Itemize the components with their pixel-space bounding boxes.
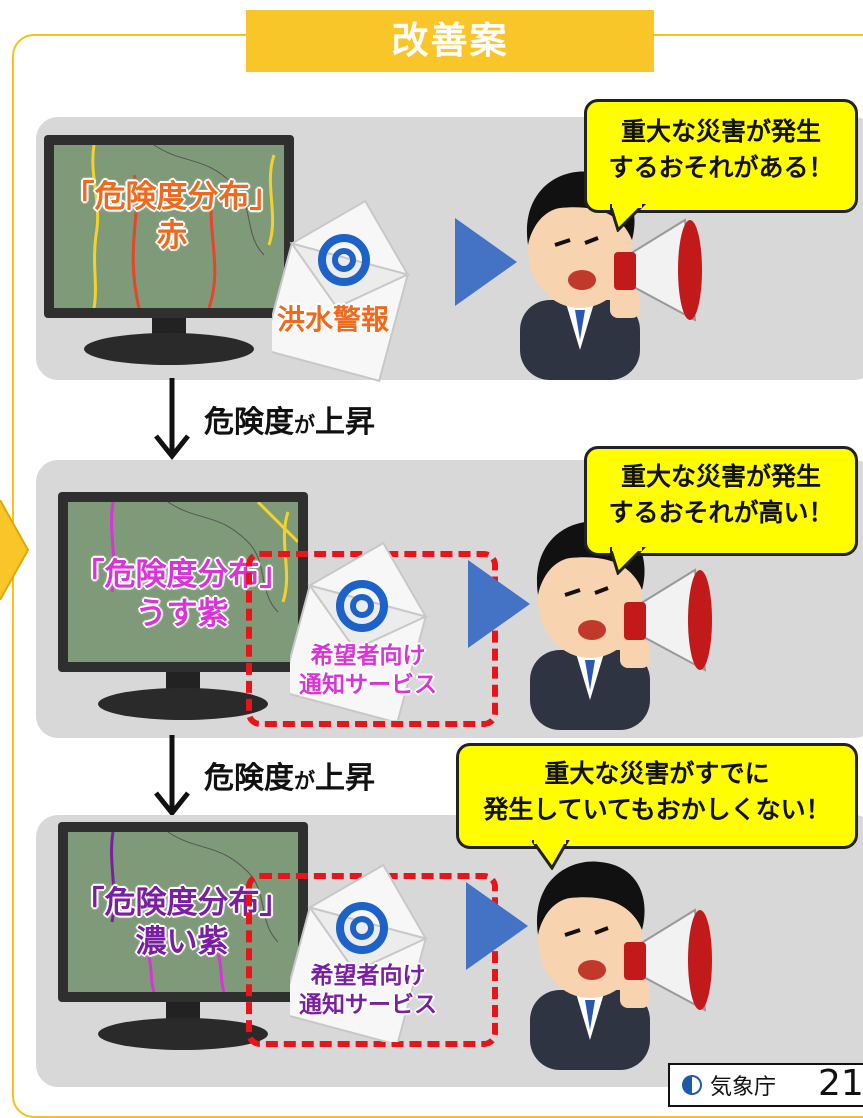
page-title: 改善案: [246, 10, 654, 72]
envelope-label-line: 希望者向け: [310, 963, 426, 989]
arrow-right-icon-2: [468, 560, 530, 648]
email-icon-2: [290, 541, 429, 720]
bubble-tail-2: [610, 547, 647, 575]
transition-word: 上昇: [315, 761, 375, 796]
transition-word: 上昇: [315, 405, 375, 440]
envelope-label-line: 通知サービス: [299, 671, 437, 698]
envelope-label-2: 希望者向け 通知サービス: [268, 642, 468, 700]
monitor-1: [44, 135, 294, 365]
megaphone-person-3: [530, 861, 712, 1070]
bubble-line: 重大な災害が発生: [620, 462, 821, 491]
side-chevron-icon: [0, 500, 30, 600]
map-label-title: 「危険度分布」: [63, 179, 281, 215]
arrow-right-icon-1: [455, 218, 517, 306]
risk-map-1: [91, 145, 276, 308]
envelope-label-line: 希望者向け: [310, 643, 426, 669]
bubble-line: 重大な災害がすでに: [544, 759, 770, 788]
bubble-line: するおそれがある！: [608, 153, 834, 183]
map-label-title: 「危険度分布」: [73, 885, 291, 921]
envelope-label-line: 通知サービス: [299, 991, 437, 1018]
email-icon-3: [290, 863, 429, 1042]
bubble-line: 重大な災害が発生: [620, 117, 821, 146]
speech-bubble-2: 重大な災害が発生 するおそれが高い！: [584, 446, 858, 556]
agency-name: 気象庁: [710, 1075, 777, 1100]
monitor-2: [58, 492, 308, 722]
transition-particle: が: [294, 413, 315, 437]
map-label-color: 濃い紫: [135, 923, 229, 960]
map-label-3: 「危険度分布」 濃い紫: [62, 884, 302, 962]
risk-map-3: [110, 832, 279, 992]
down-arrow-icon-2: [154, 735, 190, 817]
down-arrow-icon-1: [154, 378, 190, 460]
agency-logo-icon: [682, 1075, 702, 1095]
bubble-line: するおそれが高い！: [608, 498, 834, 528]
transition-word: 危険度: [204, 761, 294, 796]
transition-particle: が: [294, 769, 315, 793]
envelope-label-1: 洪水警報: [276, 303, 389, 336]
bubble-tail-1: [610, 204, 647, 232]
speech-bubble-3: 重大な災害がすでに 発生していてもおかしくない！: [456, 743, 858, 849]
page-number: 21: [818, 1063, 863, 1104]
monitor-3: [58, 822, 308, 1052]
speech-bubble-1: 重大な災害が発生 するおそれがある！: [584, 99, 858, 213]
arrow-right-icon-3: [466, 882, 528, 970]
envelope-label-3: 希望者向け 通知サービス: [268, 962, 468, 1020]
bubble-line: 発生していてもおかしくない！: [483, 795, 831, 825]
bubble-tail-3: [532, 840, 570, 870]
transition-word: 危険度: [204, 405, 294, 440]
map-label-color: 赤: [156, 217, 188, 254]
transition-label-1: 危険度が上昇: [204, 397, 375, 441]
map-label-color: うす紫: [135, 595, 229, 632]
risk-map-2: [110, 502, 298, 613]
email-icon-1: [272, 199, 411, 383]
agency-logo-box: 気象庁 21: [668, 1063, 863, 1107]
transition-label-2: 危険度が上昇: [204, 753, 375, 797]
map-label-1: 「危険度分布」 赤: [52, 178, 292, 256]
